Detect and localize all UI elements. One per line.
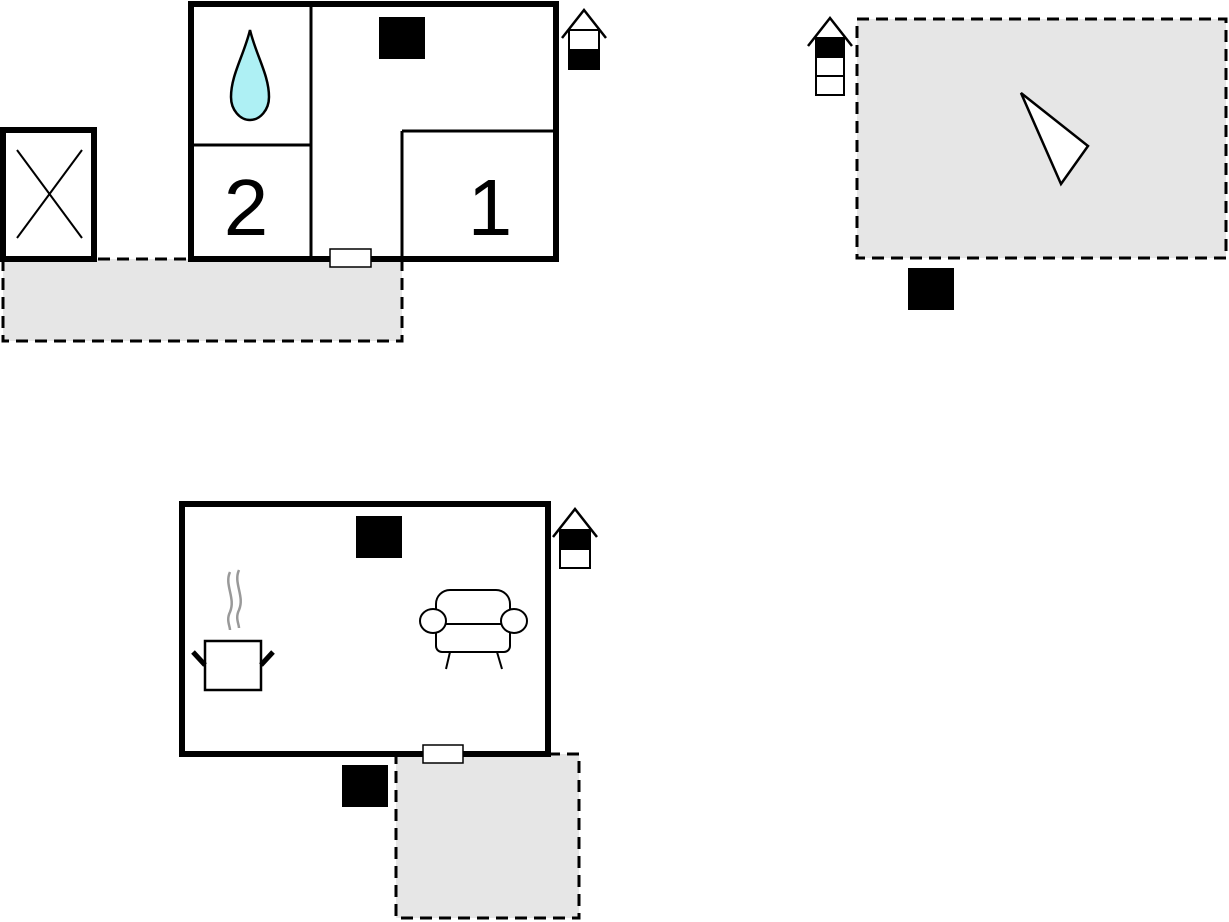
floor-indicator-icon [807, 15, 853, 96]
room-number: 2 [224, 163, 269, 252]
terrace [394, 752, 581, 920]
cooking-pot-icon [191, 569, 275, 692]
water-drop-icon [229, 29, 271, 122]
door-icon [329, 248, 372, 268]
door-icon [422, 744, 464, 764]
floor-indicator-icon [561, 7, 607, 70]
radiator-icon [908, 268, 954, 310]
floor-upper-right [807, 15, 1228, 310]
floor-lower [179, 501, 598, 920]
radiator-icon [379, 17, 425, 59]
terrace [1, 257, 404, 343]
radiator-icon [356, 516, 402, 558]
armchair-icon [419, 589, 528, 670]
floor-indicator-icon [552, 506, 598, 569]
radiator-icon [342, 765, 388, 807]
outbuilding-x-icon [0, 127, 97, 262]
room-number: 1 [468, 163, 513, 252]
triangle-sign-icon [1019, 92, 1090, 187]
house-walls [179, 501, 551, 757]
floor-ground-left: 2 1 [0, 1, 607, 343]
